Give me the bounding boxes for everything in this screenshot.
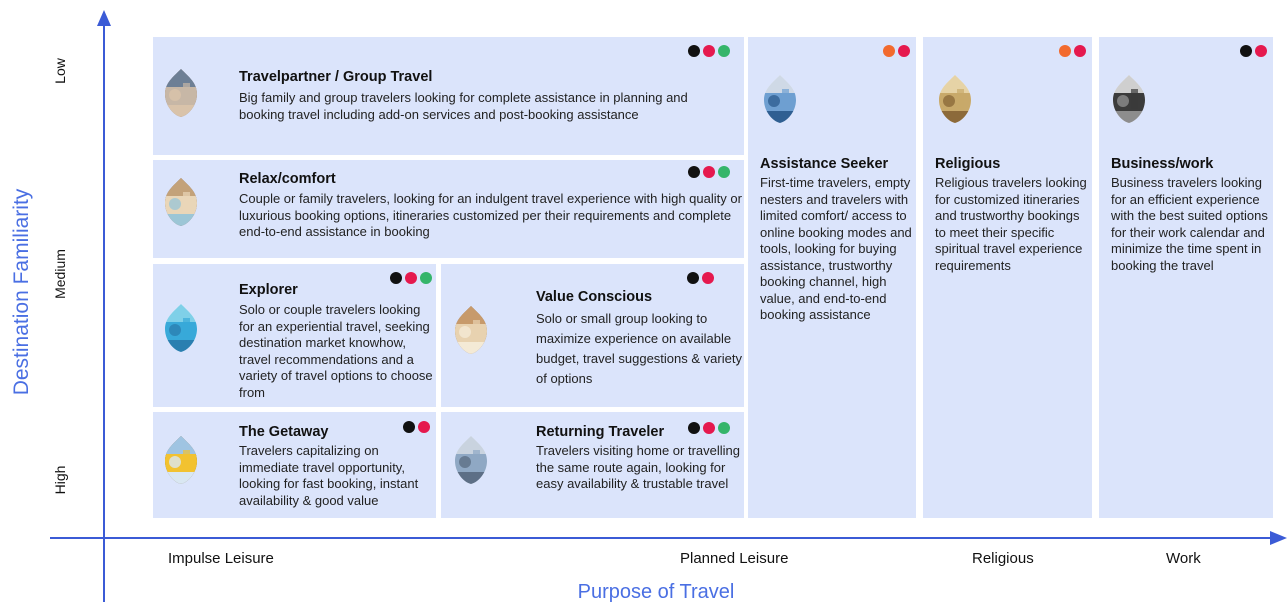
temple-photo-icon xyxy=(937,73,973,125)
orange-dot-icon xyxy=(883,45,895,57)
segment-title: Value Conscious xyxy=(536,289,653,305)
green-dot-icon xyxy=(420,272,432,284)
budget-travel-photo-icon xyxy=(453,304,489,356)
segment-description: Big family and group travelers looking f… xyxy=(239,90,688,122)
black-dot-icon xyxy=(688,422,700,434)
red-dot-icon xyxy=(1074,45,1086,57)
segment-dots xyxy=(403,421,430,433)
segment-description: Travelers visiting home or travelling th… xyxy=(536,443,740,491)
segment-dots xyxy=(688,166,730,178)
y-level-low: Low xyxy=(52,58,68,84)
segment-card-returning-traveler: Returning Traveler Travelers visiting ho… xyxy=(441,412,744,518)
segment-description: Solo or couple travelers looking for an … xyxy=(239,302,433,400)
segment-dots xyxy=(687,272,714,284)
orange-dot-icon xyxy=(1059,45,1071,57)
red-dot-icon xyxy=(405,272,417,284)
group-travel-photo-icon xyxy=(163,67,199,119)
black-dot-icon xyxy=(688,45,700,57)
segment-title: Religious xyxy=(935,156,1001,172)
segment-title: Relax/comfort xyxy=(239,171,336,187)
segment-card-business-work: Business/work Business travelers looking… xyxy=(1099,37,1273,518)
segment-title: Returning Traveler xyxy=(536,424,665,440)
red-dot-icon xyxy=(703,422,715,434)
y-level-medium: Medium xyxy=(52,249,68,299)
segment-card-religious: Religious Religious travelers looking fo… xyxy=(923,37,1092,518)
segment-card-travel-partner: Travelpartner / Group Travel Big family … xyxy=(153,37,744,155)
segment-dots xyxy=(883,45,910,57)
black-dot-icon xyxy=(1240,45,1252,57)
y-axis-arrow-icon xyxy=(97,10,111,26)
green-dot-icon xyxy=(718,422,730,434)
x-category-work: Work xyxy=(1166,550,1201,567)
segment-title: Business/work xyxy=(1111,156,1214,172)
green-dot-icon xyxy=(718,45,730,57)
segment-card-explorer: Explorer Solo or couple travelers lookin… xyxy=(153,264,436,407)
red-dot-icon xyxy=(702,272,714,284)
segment-description: Religious travelers looking for customiz… xyxy=(935,175,1087,273)
segment-title: Assistance Seeker xyxy=(760,156,889,172)
road-sign-photo-icon xyxy=(163,434,199,486)
segment-dots xyxy=(688,45,730,57)
segment-title: The Getaway xyxy=(239,424,329,440)
red-dot-icon xyxy=(703,166,715,178)
segment-description: Business travelers looking for an effici… xyxy=(1111,175,1268,273)
segment-dots xyxy=(688,422,730,434)
segment-title: Explorer xyxy=(239,282,298,298)
y-level-high: High xyxy=(52,465,68,495)
black-dot-icon xyxy=(688,166,700,178)
x-category-planned-leisure: Planned Leisure xyxy=(680,550,789,567)
x-axis-arrow-icon xyxy=(1270,531,1287,545)
black-dot-icon xyxy=(403,421,415,433)
x-category-impulse-leisure: Impulse Leisure xyxy=(168,550,274,567)
segment-description: Solo or small group looking to maximize … xyxy=(536,311,742,386)
segment-dots xyxy=(1240,45,1267,57)
black-dot-icon xyxy=(390,272,402,284)
segment-card-assistance-seeker: Assistance Seeker First-time travelers, … xyxy=(748,37,916,518)
island-resort-photo-icon xyxy=(163,302,199,354)
segment-description: Couple or family travelers, looking for … xyxy=(239,191,742,239)
x-axis-line xyxy=(50,537,1272,539)
green-dot-icon xyxy=(718,166,730,178)
segment-card-value-conscious: Value Conscious Solo or small group look… xyxy=(441,264,744,407)
segment-dots xyxy=(1059,45,1086,57)
segment-description: First-time travelers, empty nesters and … xyxy=(760,175,912,322)
y-axis-line xyxy=(103,22,105,602)
segment-dots xyxy=(390,272,432,284)
red-dot-icon xyxy=(1255,45,1267,57)
laptop-booking-photo-icon xyxy=(762,73,798,125)
x-category-religious: Religious xyxy=(972,550,1034,567)
red-dot-icon xyxy=(703,45,715,57)
red-dot-icon xyxy=(418,421,430,433)
x-axis-title: Purpose of Travel xyxy=(577,581,735,603)
segment-title: Travelpartner / Group Travel xyxy=(239,69,433,85)
y-axis-title: Destination Familiarity xyxy=(10,188,33,396)
segment-description: Travelers capitalizing on immediate trav… xyxy=(239,443,419,508)
segment-card-relax-comfort: Relax/comfort Couple or family travelers… xyxy=(153,160,744,258)
segment-card-the-getaway: The Getaway Travelers capitalizing on im… xyxy=(153,412,436,518)
business-traveler-photo-icon xyxy=(1111,73,1147,125)
street-crowd-photo-icon xyxy=(453,434,489,486)
beach-umbrella-photo-icon xyxy=(163,176,199,228)
black-dot-icon xyxy=(687,272,699,284)
red-dot-icon xyxy=(898,45,910,57)
